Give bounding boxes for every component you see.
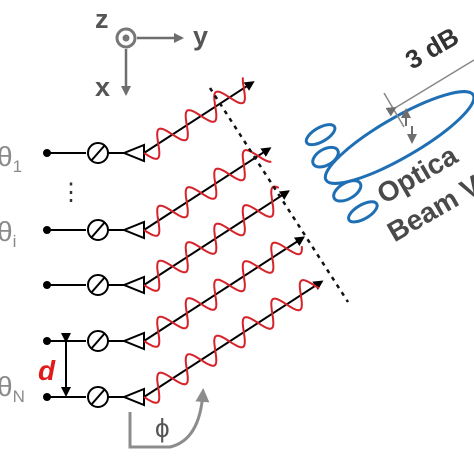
coordinate-axes: z y x [95,4,208,102]
optical-wave [143,241,303,348]
angle-arc-arrow [128,388,210,449]
beam-caption: Optica Beam V [372,139,474,248]
phase-shifter-slash [90,221,106,239]
3db-arrow [385,59,474,117]
3db-label: 3 dB [400,21,464,75]
wavefront-dotted-line [208,87,350,303]
beam-direction-arrow [143,280,324,398]
phase-shifter-slash [90,388,106,406]
z-axis-out-of-page-icon [115,27,137,49]
side-lobe [311,145,340,169]
waveguide-channels [43,77,324,408]
optical-wave [143,185,280,292]
beam-direction-arrow [143,236,306,342]
channel-label-i: θi [0,216,16,251]
channel-labels: θ1 ⋮ θi θN [0,141,83,406]
z-axis-label: z [95,4,109,34]
emitter-icon [121,220,145,240]
side-lobe [304,123,337,147]
emitter-icon [121,275,145,295]
side-lobe [347,200,379,224]
channel-label-1: θ1 [0,141,22,176]
spacing-label: d [38,355,56,386]
beam-direction-arrow [143,81,255,154]
spacing-marker: d [38,333,71,397]
far-field-beam [304,90,474,224]
emitter-icon [121,387,145,407]
beamwidth-indicator: 3 dB [383,21,474,144]
phase-shifter-slash [90,332,106,350]
optical-wave [143,149,272,237]
optical-wave [143,77,246,160]
phase-shifter-slash [90,144,106,162]
y-axis-label: y [193,21,208,51]
steering-angle: ϕ [128,388,210,449]
ellipsis-label: ⋮ [59,179,83,206]
emitter-icon [121,331,145,351]
channel-label-n: θN [0,371,25,406]
x-axis-label: x [95,72,110,102]
angle-label: ϕ [155,413,170,443]
beam-direction-arrow [143,147,272,231]
optical-wave [143,278,320,404]
phase-shifter-slash [90,276,106,294]
side-lobe [332,179,363,203]
main-lobe [323,90,474,185]
emitter-icon [121,143,145,163]
